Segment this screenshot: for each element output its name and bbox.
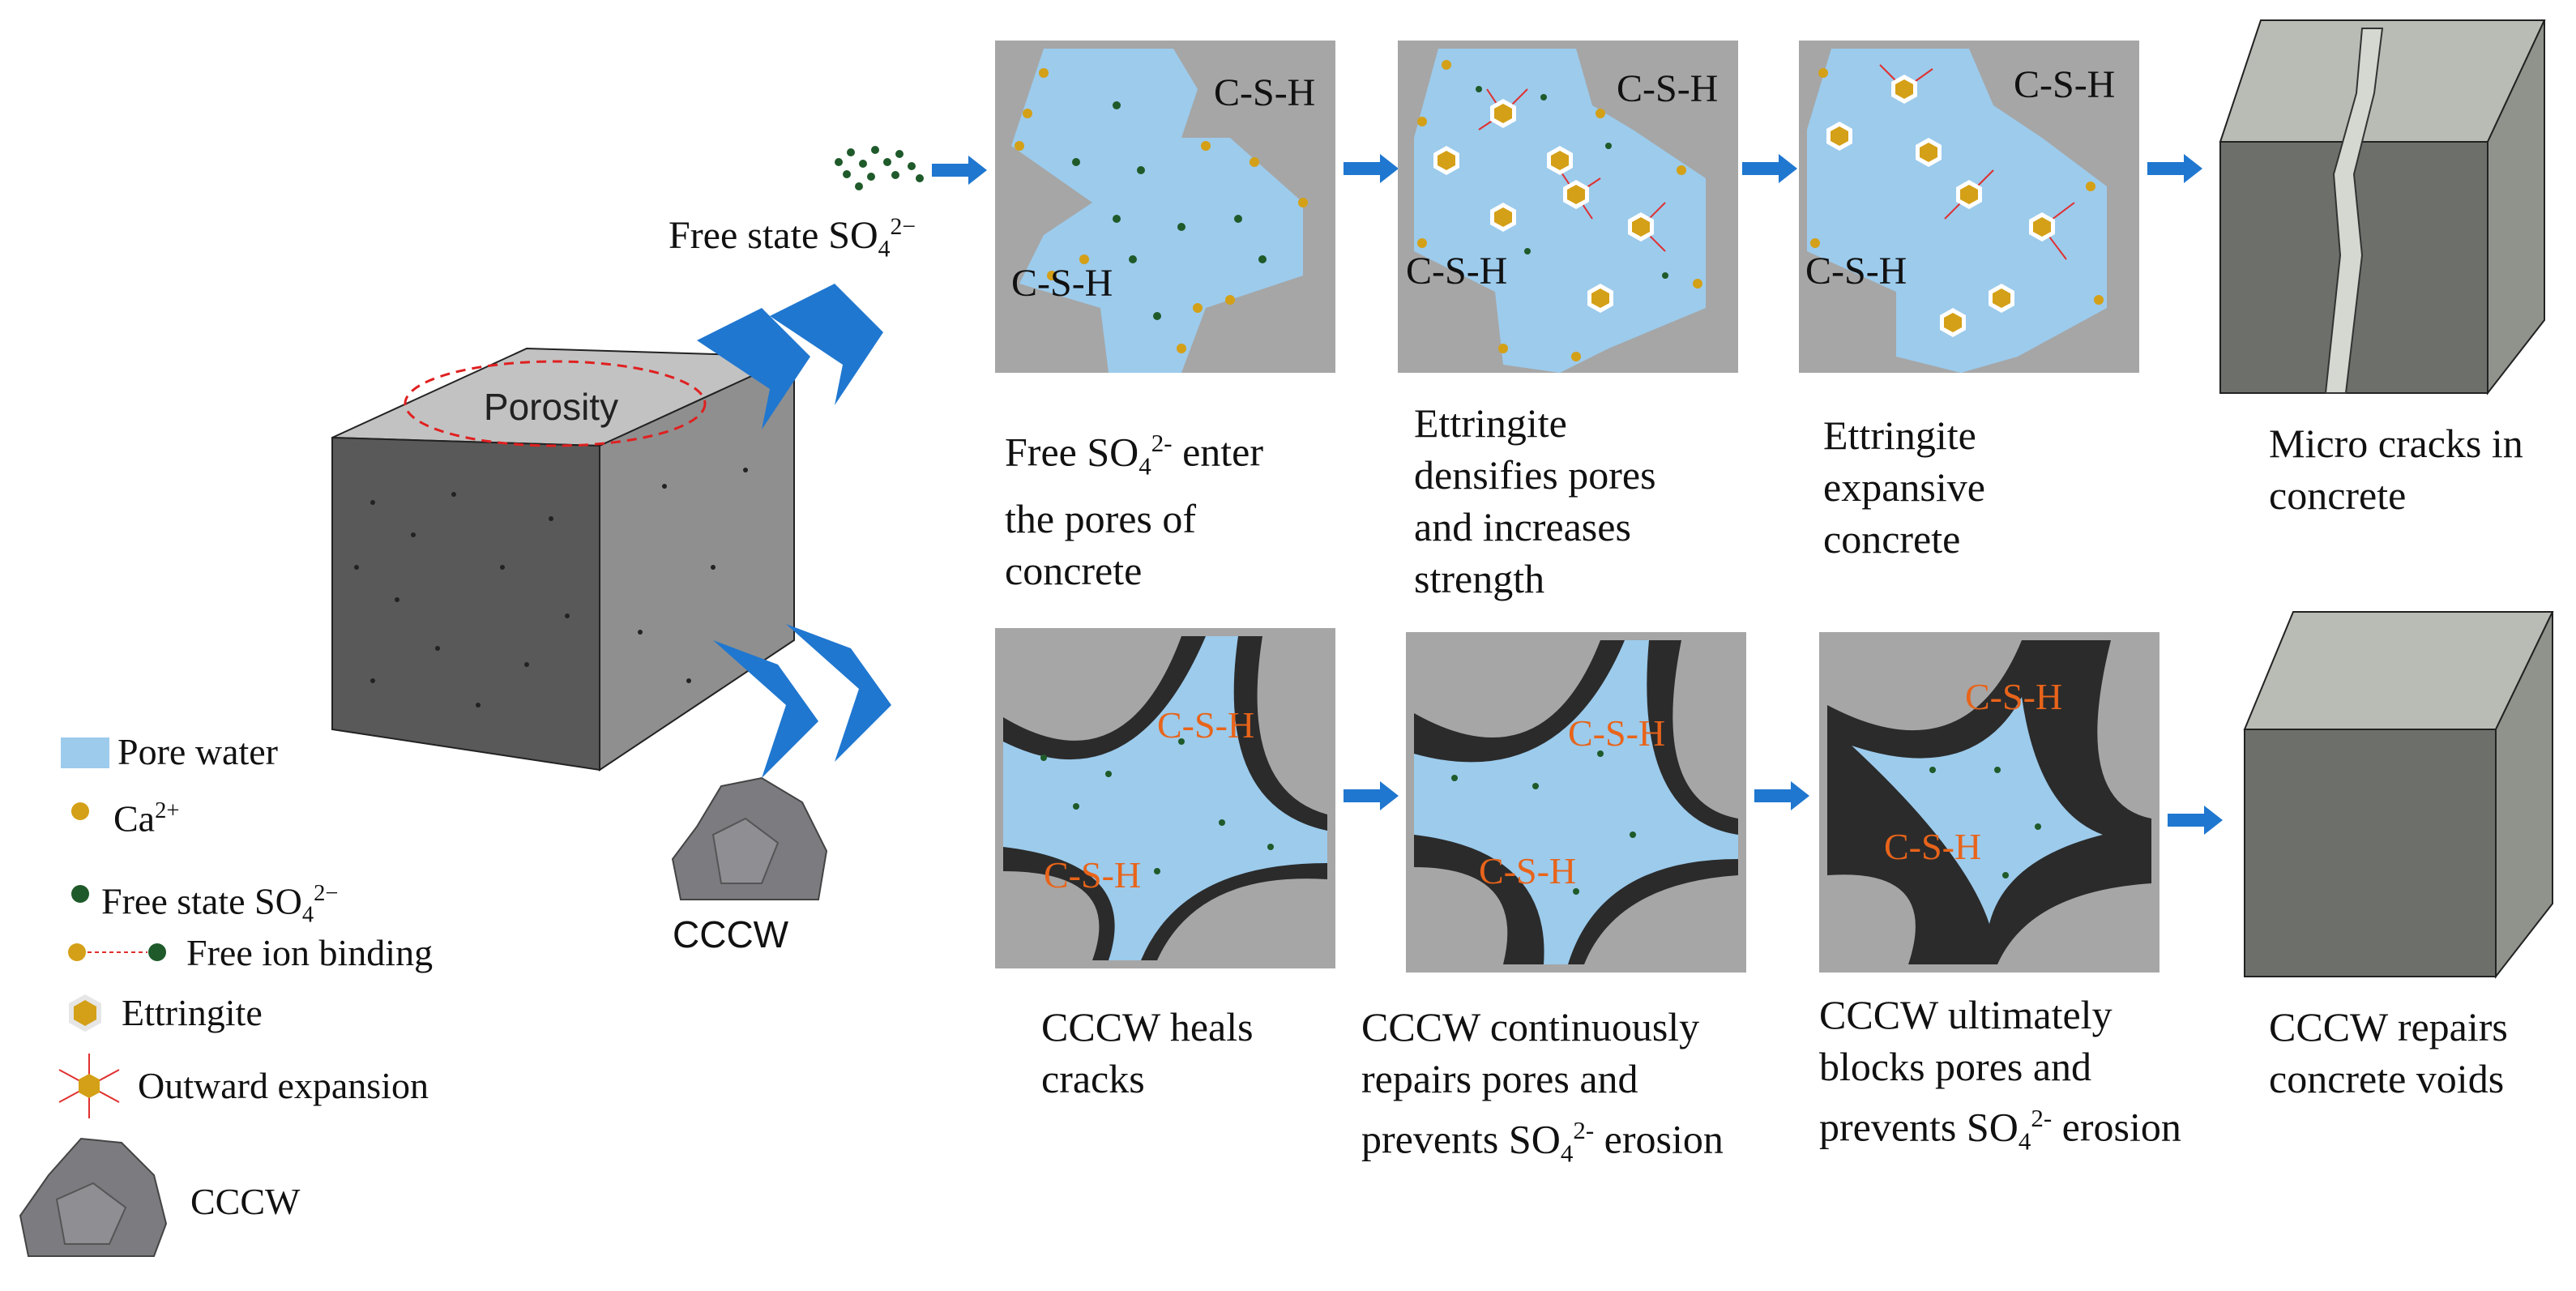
svg-text:C-S-H: C-S-H	[1157, 704, 1254, 746]
legend-so4: Free state SO42−	[101, 880, 339, 928]
repaired-concrete-block	[2243, 611, 2554, 979]
cracked-concrete-block	[2219, 19, 2546, 395]
panel-top-3: C-S-H C-S-H	[1799, 41, 2139, 373]
so4-cluster-icon	[835, 146, 924, 190]
svg-text:C-S-H: C-S-H	[1884, 826, 1981, 867]
arrow-right-icon	[2168, 806, 2223, 835]
arrow-right-icon	[932, 156, 987, 185]
svg-text:C-S-H: C-S-H	[1011, 262, 1113, 305]
svg-text:C-S-H: C-S-H	[2014, 63, 2115, 106]
legend-so4-dot	[71, 885, 89, 903]
caption-top-1: Free SO42- enter the pores of concrete	[1005, 429, 1264, 593]
legend-binding-icon	[68, 943, 166, 961]
svg-text:C-S-H: C-S-H	[1617, 67, 1718, 110]
legend-pore-water-swatch	[61, 737, 109, 768]
porosity-label: Porosity	[484, 386, 618, 428]
panel-bottom-3: C-S-H C-S-H	[1819, 632, 2159, 973]
svg-text:C-S-H: C-S-H	[1214, 71, 1315, 114]
panel-top-2: C-S-H C-S-H	[1398, 41, 1738, 373]
legend-expansion-icon	[58, 1054, 120, 1118]
svg-text:C-S-H: C-S-H	[1805, 250, 1907, 293]
legend-ettringite: Ettringite	[122, 992, 263, 1033]
legend-ca-dot	[71, 802, 89, 820]
arrow-right-icon	[1754, 781, 1809, 810]
svg-text:C-S-H: C-S-H	[1965, 676, 2062, 717]
legend-pore-water: Pore water	[117, 731, 278, 772]
legend-binding: Free ion binding	[186, 932, 434, 973]
cccw-label: CCCW	[673, 913, 789, 955]
arrow-right-icon	[1344, 154, 1399, 183]
panel-top-1: C-S-H C-S-H	[995, 41, 1335, 373]
svg-text:C-S-H: C-S-H	[1406, 250, 1507, 293]
free-state-so4-label: Free state SO42−	[669, 213, 916, 263]
svg-text:C-S-H: C-S-H	[1044, 854, 1141, 896]
chevron-down-right-icon	[713, 624, 891, 778]
chevron-up-right-icon	[697, 284, 883, 430]
legend-cccw: CCCW	[190, 1181, 301, 1222]
legend-cccw-rock-icon	[19, 1137, 168, 1257]
panel-bottom-2: C-S-H C-S-H	[1406, 632, 1746, 973]
arrow-right-icon	[1344, 781, 1399, 810]
porosity-ellipse	[404, 360, 707, 447]
cccw-rock-icon	[671, 776, 828, 900]
arrow-right-icon	[1742, 154, 1797, 183]
svg-text:C-S-H: C-S-H	[1568, 712, 1665, 754]
panel-bottom-1: C-S-H C-S-H	[995, 628, 1335, 968]
legend-ettringite-icon	[69, 994, 101, 1032]
legend-expansion: Outward expansion	[138, 1065, 429, 1106]
svg-text:C-S-H: C-S-H	[1479, 850, 1576, 891]
arrow-right-icon	[2147, 154, 2202, 183]
legend-ca: Ca2+	[113, 797, 180, 840]
